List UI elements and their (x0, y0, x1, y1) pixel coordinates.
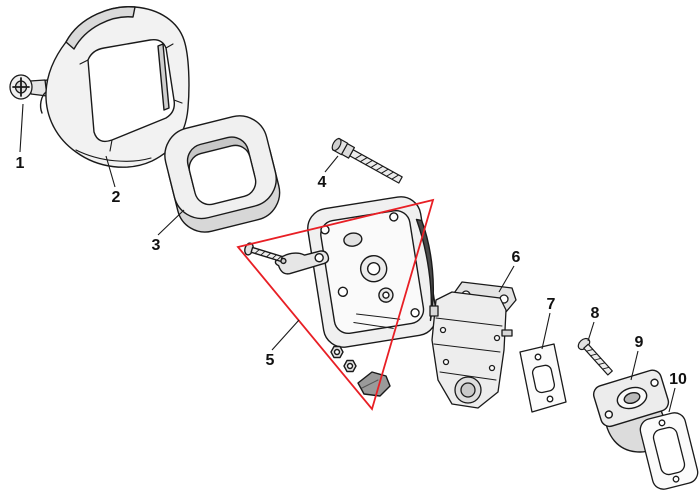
part-5-leader-line (271, 319, 300, 351)
part-8-label: 8 (591, 305, 600, 322)
hex-nut-2 (343, 359, 357, 373)
gasket-7-opening-rect (531, 364, 556, 394)
part-9-label: 9 (635, 334, 644, 351)
carburetor-screw-3 (442, 358, 450, 366)
part-2-leader-line (105, 155, 116, 188)
lever-screw-threads (254, 249, 282, 261)
part-1-leader-line (19, 103, 24, 153)
backplate-oval-boss (343, 232, 363, 247)
adjustment-screw (429, 305, 439, 317)
part-2-air-cleaner-cover (39, 6, 190, 168)
gasket-10-hole-top (658, 419, 666, 427)
backplate (307, 196, 438, 348)
part-6-leader-line (498, 265, 515, 293)
cover-slot (157, 43, 170, 111)
gasket-10-hole-bottom (672, 475, 680, 483)
carburetor-screw-1 (439, 326, 447, 334)
part-10-leader-line (668, 387, 676, 413)
highlight-triangle (236, 198, 435, 411)
part-7-carburetor-gasket (519, 343, 567, 413)
choke-arm-detail (361, 379, 379, 389)
hex-nut-1-hole (333, 348, 341, 356)
part-4-label: 4 (318, 174, 327, 191)
spacer-bolt-hole-right (650, 378, 659, 387)
part-1-knob (9, 74, 52, 100)
screw-8-threads (586, 348, 610, 370)
backplate-lower-hole (382, 291, 390, 299)
part-7-leader-line (541, 312, 551, 350)
knob-cross-slot (12, 77, 30, 97)
carburetor-body-lines (433, 317, 503, 381)
cover-bottom-rib (75, 149, 152, 162)
part-7-label: 7 (547, 296, 556, 313)
part-10-manifold-gasket (639, 412, 699, 490)
filter-hole (188, 144, 257, 206)
part-8-screw (577, 337, 613, 376)
gasket-7-opening (531, 364, 556, 394)
gasket-10-opening (652, 426, 686, 476)
carburetor-screw-4 (488, 364, 496, 372)
part-2-label: 2 (112, 189, 121, 206)
cover-top-lip (65, 6, 136, 50)
spacer-bolt-hole-left (604, 410, 614, 419)
carburetor-screw-2 (493, 334, 501, 342)
part-4-screw (331, 137, 403, 184)
gasket-7-hole-top (534, 353, 542, 361)
part-9-leader-line (630, 350, 639, 381)
part-10-label: 10 (669, 371, 687, 388)
fuel-fitting (501, 329, 513, 337)
part-4-leader-line (324, 155, 339, 173)
choke-arm-bracket (357, 371, 391, 397)
hex-nut-2-hole (346, 362, 354, 370)
lever-screw-shaft (250, 246, 283, 263)
part-8-leader-line (587, 321, 595, 342)
part-3-leader-line (157, 209, 185, 236)
hex-nut-1 (330, 345, 344, 359)
choke-lever-hole (314, 253, 324, 263)
part-6-label: 6 (512, 249, 521, 266)
part-3-filter-element (164, 115, 281, 233)
part-6-carburetor (429, 281, 517, 409)
gasket-7-hole-bottom (546, 395, 554, 403)
spacer-bore (623, 391, 641, 405)
cover-depth-lines (79, 43, 183, 152)
part-3-label: 3 (152, 237, 161, 254)
screw-threads (354, 154, 400, 180)
backplate-center-hole (366, 262, 381, 276)
part-5-backplate-assembly (244, 196, 438, 397)
lever-screw (244, 242, 283, 263)
part-5-label: 5 (266, 352, 275, 369)
screw-head-face (331, 138, 342, 152)
spacer-flange (592, 369, 670, 428)
cover-left-lip (39, 91, 47, 114)
backplate-hatch-lines (353, 313, 401, 329)
part-1-label: 1 (16, 155, 25, 172)
primer-bulb-center (460, 382, 476, 398)
backplate-hole-top-right (389, 212, 399, 222)
backplate-hole-bottom-right (410, 308, 420, 318)
backplate-hole-left (337, 286, 349, 298)
